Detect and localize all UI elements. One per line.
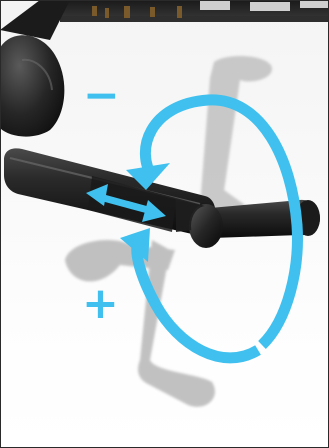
lever-handle: [4, 148, 320, 248]
armrest-body: [0, 0, 70, 137]
ghost-lever-upper: [200, 56, 272, 222]
increase-sign: +: [82, 282, 119, 326]
decrease-sign: −: [83, 74, 120, 118]
top-mechanism: [60, 0, 329, 22]
